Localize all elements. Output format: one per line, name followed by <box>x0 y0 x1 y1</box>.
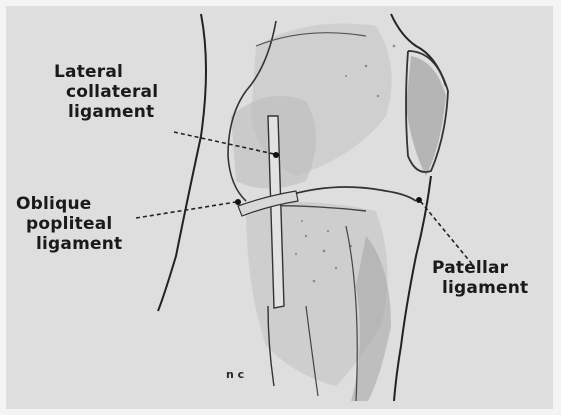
label-line: ligament <box>442 278 528 298</box>
label-oblique-popliteal-ligament: Oblique popliteal ligament <box>16 194 122 254</box>
label-line: Patellar <box>432 258 528 278</box>
artist-mark: n c <box>226 368 244 381</box>
joint-line <box>286 187 416 201</box>
label-patellar-ligament: Patellar ligament <box>432 258 528 298</box>
leader-oblique-popliteal-dot <box>235 199 241 205</box>
label-lateral-collateral-ligament: Lateral collateral ligament <box>54 62 158 122</box>
patella-shading <box>406 56 446 176</box>
back-of-leg-contour <box>158 14 206 311</box>
label-line: Oblique <box>16 194 122 214</box>
label-line: popliteal <box>26 214 122 234</box>
label-line: collateral <box>66 82 158 102</box>
label-line: ligament <box>36 234 122 254</box>
leader-lateral-collateral-dot <box>273 152 279 158</box>
shin-contour <box>394 176 431 401</box>
leader-patellar-dot <box>416 197 422 203</box>
leader-patellar <box>421 202 472 264</box>
label-line: ligament <box>68 102 158 122</box>
label-line: Lateral <box>54 62 158 82</box>
